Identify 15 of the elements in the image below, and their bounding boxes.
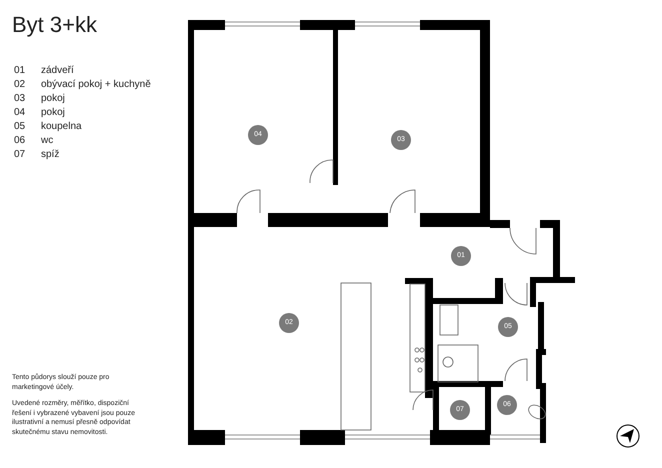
room-number: 04 bbox=[14, 106, 26, 119]
room-name: obývací pokoj + kuchyně bbox=[41, 78, 151, 91]
room-name: pokoj bbox=[41, 106, 65, 119]
room-number: 07 bbox=[14, 148, 26, 161]
room-number: 01 bbox=[14, 64, 26, 77]
room-number: 02 bbox=[14, 78, 26, 91]
room-name: zádveří bbox=[41, 64, 74, 77]
room-name: koupelna bbox=[41, 120, 82, 133]
room-number: 03 bbox=[14, 92, 26, 105]
room-name: wc bbox=[41, 134, 54, 147]
room-number: 06 bbox=[14, 134, 26, 147]
room-name: pokoj bbox=[41, 92, 65, 105]
room-number: 05 bbox=[14, 120, 26, 133]
room-name: spíž bbox=[41, 148, 60, 161]
title: Byt 3+kk bbox=[12, 14, 97, 36]
